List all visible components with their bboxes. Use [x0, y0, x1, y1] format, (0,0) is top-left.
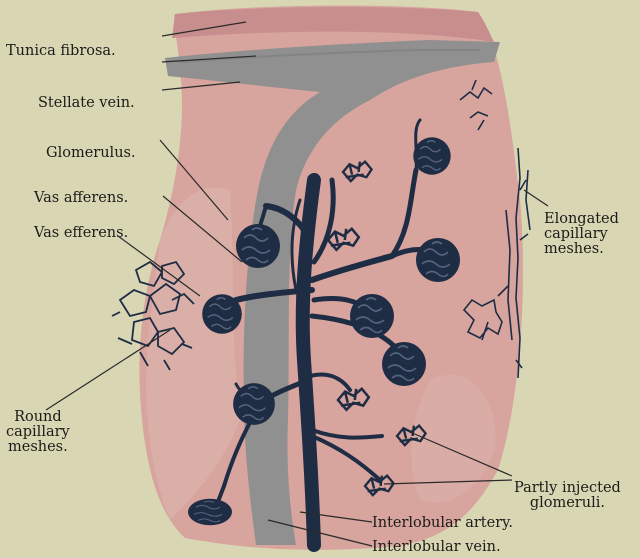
label-round-capillary-meshes: Round capillary meshes. — [6, 410, 70, 455]
glomerulus-7 — [413, 137, 450, 174]
label-stellate-vein: Stellate vein. — [38, 96, 135, 111]
label-glomerulus: Glomerulus. — [46, 146, 136, 161]
glomerulus-4 — [350, 294, 394, 338]
label-interlobular-vein: Interlobular vein. — [372, 540, 501, 555]
label-elongated-capillary-meshes: Elongated capillary meshes. — [544, 212, 619, 257]
glomerulus-6 — [233, 383, 275, 425]
label-vas-afferens: Vas afferens. — [34, 191, 128, 206]
glomerulus-3 — [416, 238, 460, 282]
label-vas-efferens: Vas efferens. — [34, 226, 128, 241]
glomerulus-5 — [382, 342, 426, 386]
glomerulus-1 — [236, 224, 280, 268]
glomerulus-2 — [202, 294, 242, 334]
label-partly-injected-glomeruli: Partly injected glomeruli. — [514, 481, 621, 511]
label-interlobular-artery: Interlobular artery. — [372, 516, 513, 531]
label-tunica-fibrosa: Tunica fibrosa. — [6, 44, 116, 59]
glomerulus-8 — [188, 499, 232, 525]
